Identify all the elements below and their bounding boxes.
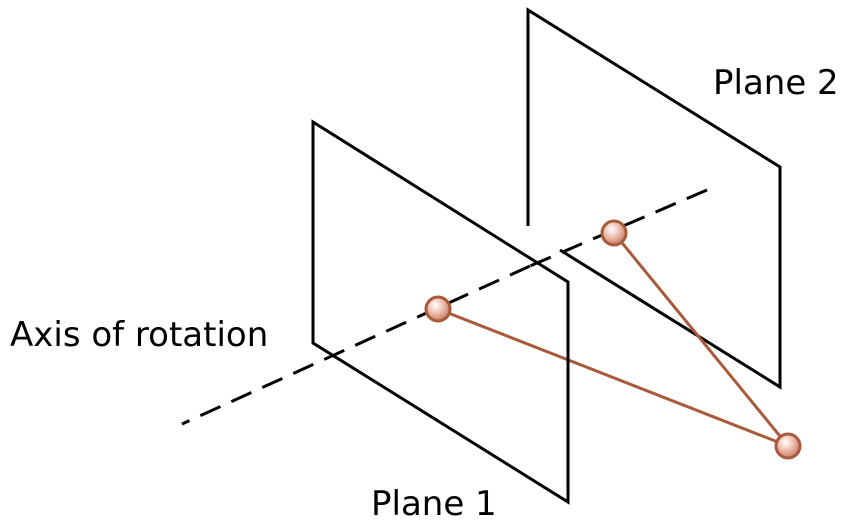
plane-2-label: Plane 2 (713, 63, 839, 103)
connector-point-a-to-point-c (437, 307, 789, 448)
connector-point-b-to-point-c (612, 232, 790, 447)
point-on-plane-1 (424, 295, 452, 323)
plane-1-label: Plane 1 (371, 484, 497, 524)
plane-1-outline (311, 119, 570, 505)
plane-2-outline (526, 7, 782, 390)
point-outside-planes (774, 432, 802, 460)
point-on-plane-2 (600, 219, 628, 247)
axis-of-rotation-label: Axis of rotation (10, 315, 269, 355)
axis-of-rotation-near-segment (181, 264, 531, 426)
